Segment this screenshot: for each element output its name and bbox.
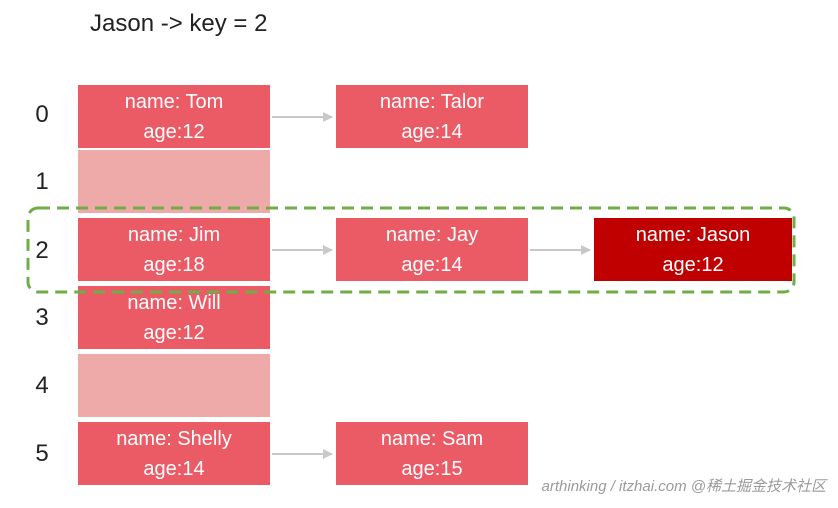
node-age: age:15 [401,457,463,480]
node-age: age:12 [143,321,205,344]
node-age: age:12 [662,253,724,276]
bucket-node: name: Tom age:12 [78,85,270,148]
watermark-prefix: arthinking / itzhai.com [541,478,687,495]
target-node: name: Jason age:12 [594,218,792,281]
bucket-node: name: Will age:12 [78,286,270,349]
chain-node: name: Sam age:15 [336,422,528,485]
bucket-node: name: Jim age:18 [78,218,270,281]
node-name: name: Talor [379,90,485,113]
index-label: 0 [35,101,49,128]
node-name: name: Shelly [116,427,232,450]
node-age: age:14 [401,120,463,143]
title: Jason -> key = 2 [90,10,268,37]
node-name: name: Tom [124,90,224,113]
node-age: age:12 [143,120,205,143]
node-age: age:18 [143,253,205,276]
watermark: arthinking / itzhai.com @稀土掘金技术社区 [542,475,826,496]
node-name: name: Will [127,291,221,314]
index-label: 4 [35,372,49,399]
empty-bucket [78,354,270,417]
empty-bucket [78,150,270,213]
index-label: 1 [35,168,49,195]
node-name: name: Jason [635,223,751,246]
node-name: name: Jim [127,223,221,246]
node-age: age:14 [401,253,463,276]
node-age: age:14 [143,457,205,480]
chain-node: name: Jay age:14 [336,218,528,281]
watermark-text: @稀土掘金技术社区 [690,478,826,495]
node-name: name: Sam [380,427,484,450]
index-label: 3 [35,304,49,331]
chain-node: name: Talor age:14 [336,85,528,148]
index-label: 2 [35,237,49,264]
bucket-node: name: Shelly age:14 [78,422,270,485]
node-name: name: Jay [385,223,479,246]
index-label: 5 [35,440,49,467]
